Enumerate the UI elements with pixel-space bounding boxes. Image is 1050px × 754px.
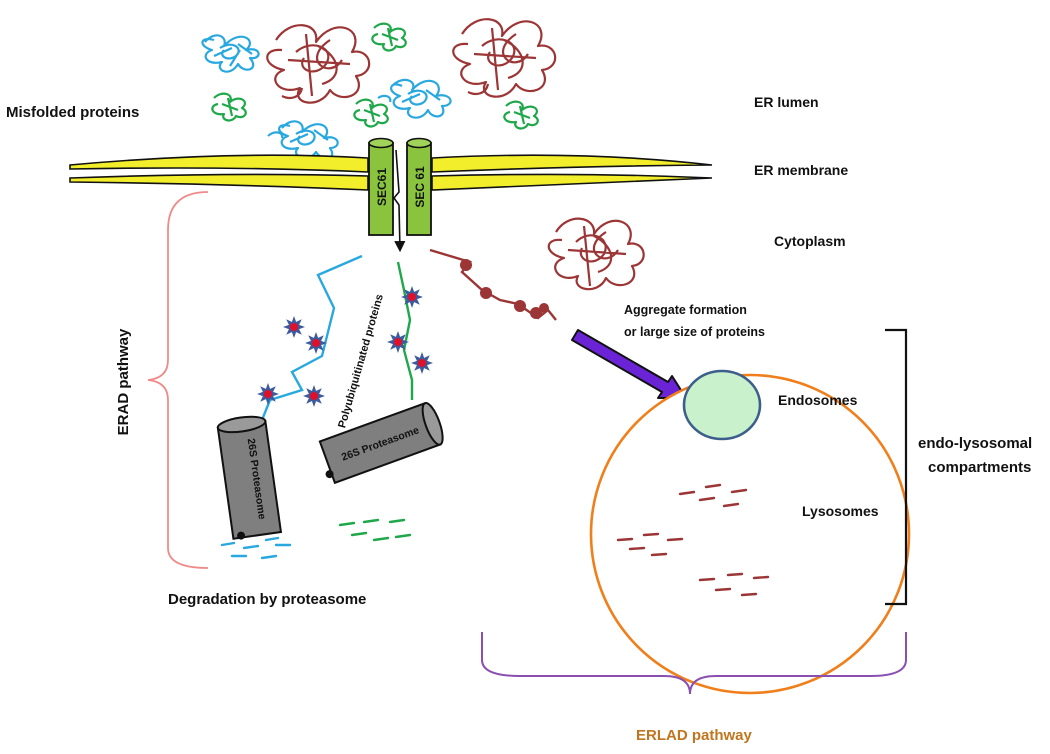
- aggregate-line1: Aggregate formation: [624, 303, 747, 317]
- blue-protein-tangle: [201, 34, 260, 73]
- ubiquitin-icon: [283, 316, 305, 338]
- green-protein-tangle: [353, 98, 389, 128]
- endosomes-label: Endosomes: [778, 392, 858, 408]
- aggregate-arrow: [571, 329, 687, 399]
- ubiquitin-icon: [387, 331, 409, 353]
- ubiquitin-icon: [305, 332, 327, 354]
- blue-protein-tangle: [267, 120, 339, 160]
- green-protein-tangle: [211, 92, 247, 122]
- brown-chain-beads: [460, 259, 549, 319]
- retrotranslocation-arrow: [392, 149, 406, 253]
- green-protein-tangle: [371, 22, 407, 52]
- erad-brace: [147, 191, 209, 569]
- proteasome-left: 26S Proteasome: [216, 415, 283, 540]
- lysosome: [589, 373, 911, 695]
- endo-lysosomal-bracket: [885, 328, 908, 606]
- lysosome-fragments: [616, 483, 770, 597]
- erlad-pathway-label: ERLAD pathway: [636, 727, 753, 744]
- degradation-label: Degradation by proteasome: [168, 591, 366, 608]
- endosome: [682, 369, 762, 441]
- polyubiquitinated-label: Polyubiquitinated proteins: [336, 293, 386, 430]
- misfolded-protein-cluster: [201, 18, 557, 160]
- sec61-right-label: SEC 61: [413, 166, 427, 208]
- cytoplasm-brown-tangle: [547, 217, 645, 291]
- sec61-channel-right: SEC 61: [406, 137, 432, 236]
- er-lumen-label: ER lumen: [754, 94, 819, 110]
- erad-pathway-label: ERAD pathway: [115, 328, 132, 435]
- sec61-left-label: SEC61: [375, 168, 389, 206]
- er-membrane-label: ER membrane: [754, 162, 848, 178]
- ubiquitin-icon: [411, 352, 433, 374]
- ubiquitin-markers: [257, 286, 433, 407]
- cytoplasm-label: Cytoplasm: [774, 233, 846, 249]
- degraded-fragments-green: [338, 518, 412, 542]
- ubiquitin-icon: [401, 286, 423, 308]
- lysosomes-label: Lysosomes: [802, 503, 879, 519]
- aggregate-line2: or large size of proteins: [624, 325, 765, 339]
- green-protein-tangle: [503, 100, 539, 130]
- proteasome-right: 26S Proteasome: [318, 401, 444, 485]
- blue-protein-tangle: [377, 78, 452, 119]
- misfolded-proteins-label: Misfolded proteins: [6, 104, 139, 121]
- sec61-channel-left: SEC61: [368, 137, 394, 236]
- erlad-brace: [481, 632, 907, 695]
- endo-lysosomal-line1: endo-lysosomal: [918, 435, 1032, 452]
- blue-ubiquitinated-chain: [260, 254, 363, 421]
- ubiquitin-icon: [303, 385, 325, 407]
- brown-protein-tangle: [266, 24, 371, 104]
- degraded-fragments-blue: [220, 536, 292, 560]
- er-membrane: [69, 154, 713, 191]
- brown-protein-tangle: [452, 18, 557, 98]
- ubiquitin-icon: [257, 383, 279, 405]
- green-ubiquitinated-chain: [396, 261, 414, 400]
- endo-lysosomal-line2: compartments: [928, 459, 1031, 476]
